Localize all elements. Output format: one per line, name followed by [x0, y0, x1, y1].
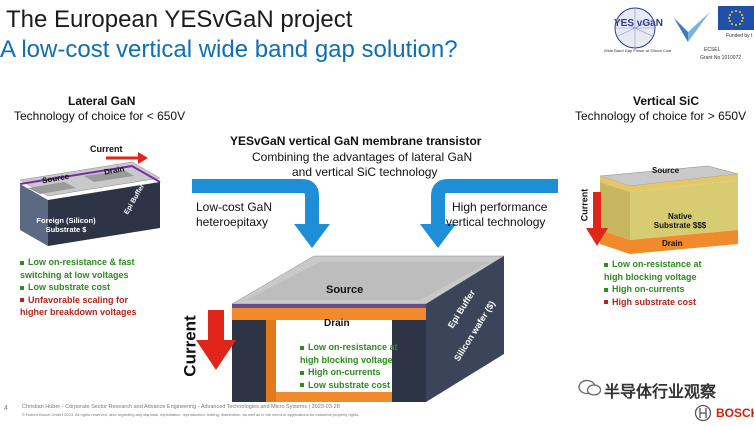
vertical-bullet-3: High substrate cost — [604, 296, 702, 309]
lateral-bullet-4: higher breakdown voltages — [20, 307, 137, 317]
funded-by-text: Funded by t — [726, 33, 753, 39]
ecsel-label: ECSEL — [704, 47, 721, 53]
slide-subtitle: A low-cost vertical wide band gap soluti… — [0, 36, 458, 63]
vertical-subheading: Technology of choice for > 650V — [575, 109, 747, 123]
sic-drain-label: Drain — [662, 239, 683, 248]
vertical-bullet-2: High on-currents — [604, 283, 702, 296]
right-arrow-label-line2: vertical technology — [446, 215, 546, 229]
left-arrow-label-line2: heteroepitaxy — [196, 215, 269, 229]
lateral-substrate-label: Foreign (Silicon) Substrate $ — [36, 216, 96, 234]
center-bullets: Low on-resistance at high blocking volta… — [300, 341, 398, 391]
lateral-heading: Lateral GaN — [68, 94, 136, 108]
center-heading: YESvGaN vertical GaN membrane transistor — [230, 134, 482, 148]
lateral-bullet-0: Low on-resistance & fast — [20, 256, 137, 269]
slide-title: The European YESvGaN project — [6, 6, 353, 33]
lateral-bullet-2: Low substrate cost — [20, 281, 137, 294]
yesvgan-tagline: Wide Band Gap Power at Silicon Cost — [604, 48, 672, 53]
vertical-heading: Vertical SiC — [633, 94, 700, 108]
left-arrow-label-line1: Low-cost GaN — [196, 200, 273, 214]
ecsel-check-icon — [674, 12, 710, 42]
left-blue-arrow-icon — [192, 179, 330, 248]
grant-text: Grant No 1010072 — [700, 55, 742, 61]
membrane-drain-label: Drain — [324, 318, 350, 329]
center-current-arrow-icon — [196, 310, 236, 370]
center-bullet-2: High on-currents — [300, 366, 398, 379]
sic-current-label: Current — [579, 188, 590, 222]
vertical-bullets: Low on-resistance at high blocking volta… — [604, 258, 702, 308]
wechat-icon — [578, 378, 602, 403]
right-arrow-label-line1: High performance — [452, 200, 548, 214]
yesvgan-globe-icon — [614, 7, 656, 49]
lateral-subheading: Technology of choice for < 650V — [14, 109, 186, 123]
sic-native-label: Native Substrate $$$ — [653, 212, 707, 230]
page-number: 4 — [4, 405, 8, 412]
lateral-bullets: Low on-resistance & fast switching at lo… — [20, 256, 137, 319]
footer-line2: © Robert Bosch GmbH 2023. All rights res… — [22, 412, 360, 417]
sic-source-label: Source — [652, 166, 680, 175]
center-bullet-0: Low on-resistance at — [300, 341, 398, 354]
vertical-sic-diagram: Source Native Substrate $$$ Drain Curren… — [579, 140, 740, 260]
center-subheading-line1: Combining the advantages of lateral GaN — [252, 150, 473, 164]
ecsel-logo — [672, 8, 712, 48]
center-subheading-line2: and vertical SiC technology — [292, 165, 438, 179]
vertical-bullet-1: high blocking voltage — [604, 271, 697, 282]
membrane-source-label: Source — [326, 284, 364, 296]
vertical-gan-membrane-diagram: Source Drain Epi Buffer Silicon wafer ($… — [226, 252, 506, 402]
yesvgan-logo: YES vGaN Wide Band Gap Power at Silicon … — [604, 6, 671, 56]
lateral-bullet-1: switching at low voltages — [20, 269, 129, 280]
right-blue-arrow-icon — [420, 179, 558, 248]
eu-flag-icon — [718, 6, 754, 30]
center-bullet-1: high blocking voltage — [300, 354, 393, 365]
footer-line1: Christian Huber - Corporate Sector Resea… — [22, 404, 340, 410]
lateral-gan-diagram: Current Source Drain Epi Buffer Foreign … — [14, 140, 164, 250]
bosch-logo-icon — [694, 404, 712, 427]
bosch-brand-text: BOSCH — [716, 406, 754, 420]
lateral-current-label: Current — [90, 144, 123, 154]
watermark-text: 半导体行业观察 — [604, 384, 717, 401]
center-bullet-3: Low substrate cost — [300, 379, 398, 392]
lateral-bullet-3: Unfavorable scaling for — [20, 294, 137, 307]
yesvgan-logo-text: YES vGaN — [614, 18, 663, 29]
vertical-bullet-0: Low on-resistance at — [604, 258, 702, 271]
